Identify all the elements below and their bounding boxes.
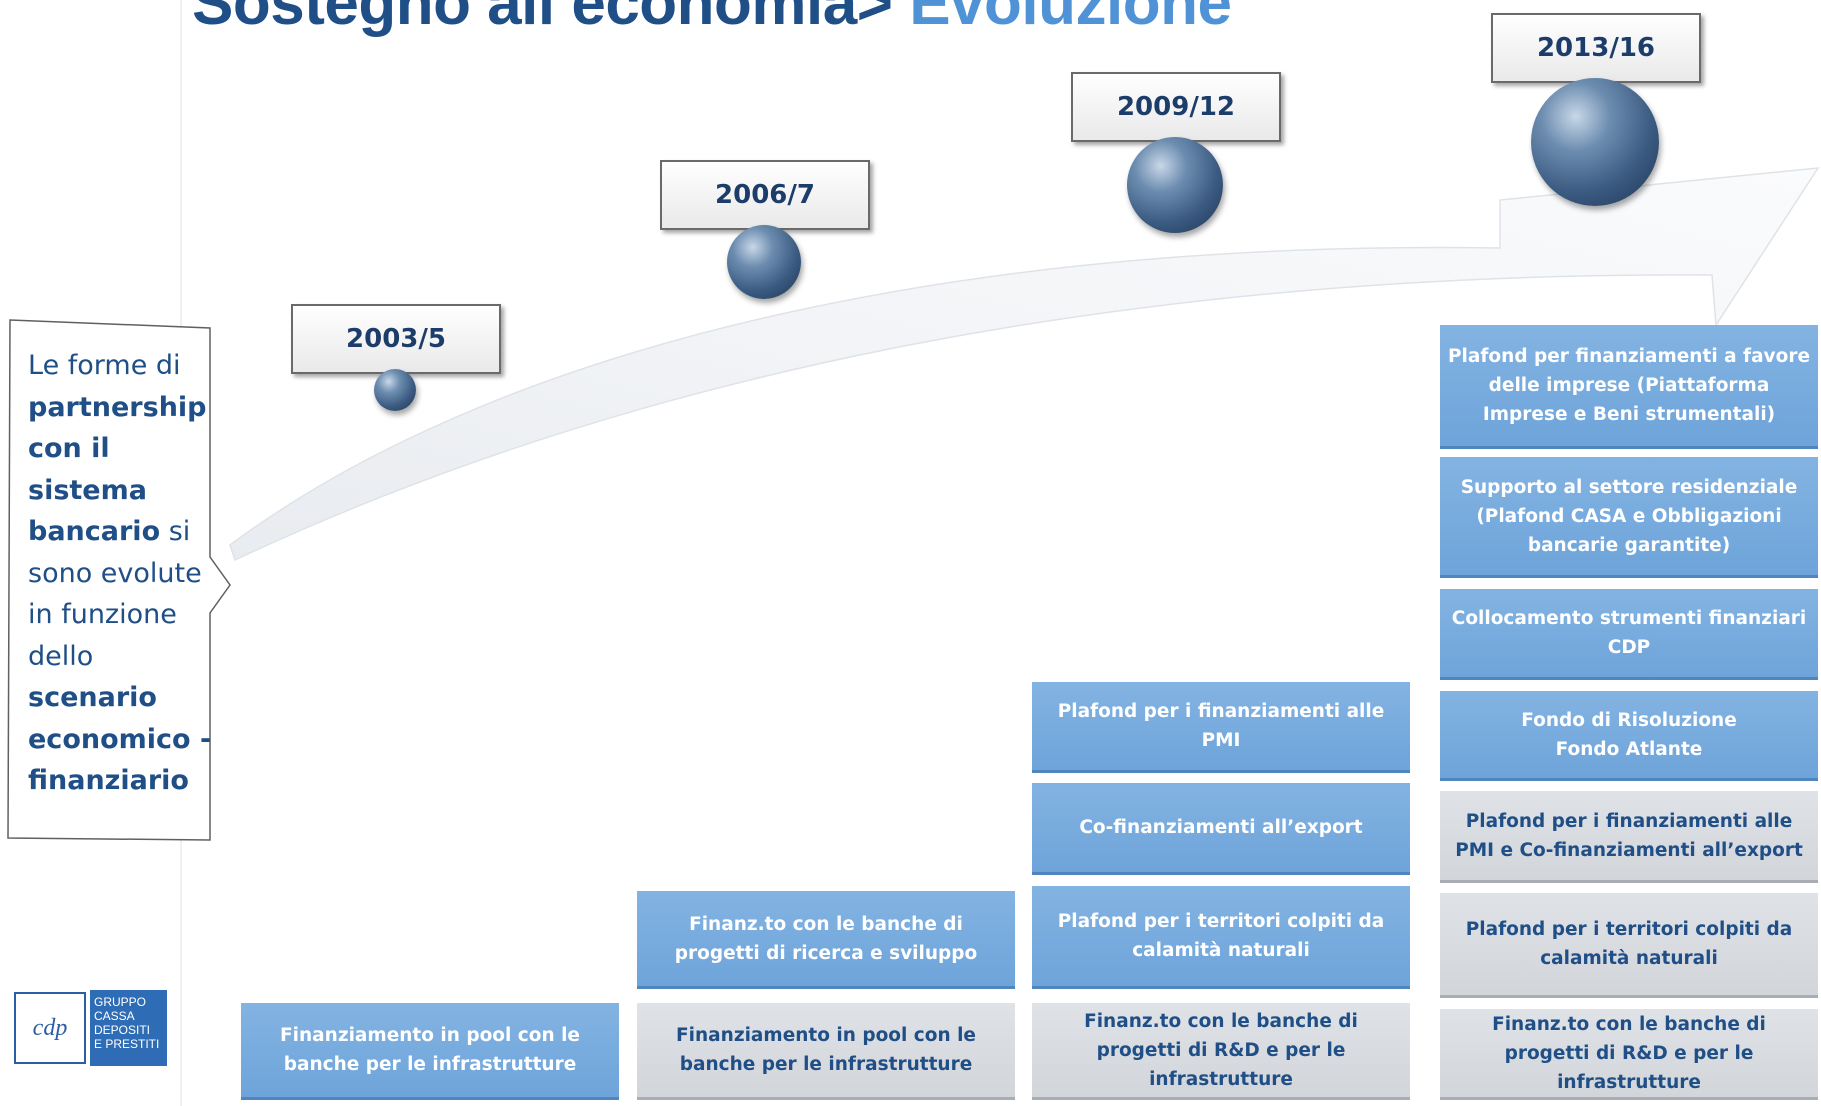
milestone-sphere-2006 [727,225,801,299]
page-title: Sostegno all’economia> Evoluzione [192,0,1232,39]
measure-tile: Plafond per i finanziamenti alle PMI [1032,682,1410,773]
logo-line: E PRESTITI [94,1037,160,1051]
measure-tile: Finanz.to con le banche di progetti di R… [1440,1009,1818,1100]
cdp-logo-mark: cdp [14,992,86,1064]
measure-tile: Plafond per i finanziamenti alle PMI e C… [1440,791,1818,883]
milestone-sphere-2009 [1127,137,1223,233]
callout-arrow-box [7,319,231,841]
logo-line: CASSA [94,1009,135,1023]
measure-tile: Supporto al settore residenziale (Plafon… [1440,457,1818,578]
milestone-sphere-2013 [1531,78,1659,206]
year-label-2003: 2003/5 [291,304,501,374]
measure-tile: Plafond per finanziamenti a favore delle… [1440,325,1818,449]
measure-tile: Fondo di Risoluzione Fondo Atlante [1440,691,1818,781]
measure-tile: Co-finanziamenti all’export [1032,783,1410,875]
measure-tile: Collocamento strumenti finanziari CDP [1440,589,1818,680]
cdp-logo: cdp GRUPPO CASSA DEPOSITI E PRESTITI [14,990,167,1066]
cdp-logo-text: GRUPPO CASSA DEPOSITI E PRESTITI [90,990,167,1066]
callout-segment: si sono evolute in funzione dello [28,516,202,672]
callout-segment: Le forme di [28,350,181,381]
milestone-sphere-2003 [374,369,416,411]
title-main: Sostegno all’economia> [192,0,893,38]
measure-tile: Plafond per i territori colpiti da calam… [1032,886,1410,989]
measure-tile: Finanziamento in pool con le banche per … [637,1003,1015,1100]
callout-text: Le forme di partnership con il sistema b… [28,345,218,802]
year-label-2013: 2013/16 [1491,13,1701,83]
year-label-2006: 2006/7 [660,160,870,230]
measure-tile: Finanz.to con le banche di progetti di r… [637,891,1015,989]
logo-line: DEPOSITI [94,1023,151,1037]
measure-tile: Finanziamento in pool con le banche per … [241,1003,619,1100]
measure-tile: Plafond per i territori colpiti da calam… [1440,893,1818,998]
callout-segment-bold: partnership con il sistema bancario [28,391,207,548]
callout-segment-bold: scenario economico - finanziario [28,682,212,796]
year-label-2009: 2009/12 [1071,72,1281,142]
logo-line: GRUPPO [94,995,147,1009]
title-subtitle: Evoluzione [892,0,1232,38]
measure-tile: Finanz.to con le banche di progetti di R… [1032,1003,1410,1100]
